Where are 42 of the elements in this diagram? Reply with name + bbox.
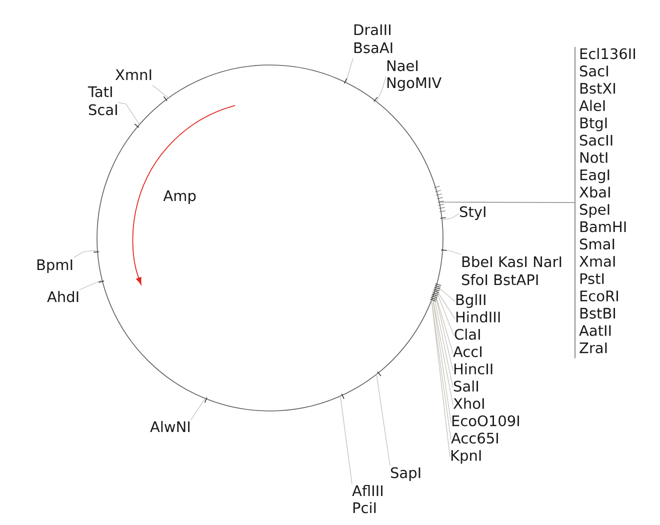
site-label: HindIII <box>456 311 500 322</box>
site-label: BpmI <box>37 259 72 273</box>
leader-line <box>118 102 140 125</box>
site-label: TatI ScaI <box>88 86 117 116</box>
site-label: Acc65I <box>451 432 498 444</box>
leader-line <box>434 291 454 354</box>
leader-line <box>376 374 390 466</box>
leader-line <box>190 398 206 420</box>
site-label: DraIII BsaAI <box>354 24 392 54</box>
leader-line <box>340 396 352 484</box>
leader-line <box>434 291 454 371</box>
site-label: EcoO109I <box>452 415 519 426</box>
leader-line <box>346 58 354 83</box>
leader-line <box>152 84 169 98</box>
site-label: AlwNI <box>150 420 190 432</box>
leader-line <box>433 294 454 388</box>
leader-line <box>73 250 98 258</box>
site-label: KpnI <box>451 450 481 464</box>
site-label: NaeI NgoMIV <box>387 60 442 91</box>
leader-line <box>435 288 456 320</box>
leader-line <box>376 76 386 102</box>
site-label: StyI <box>460 206 486 220</box>
site-label: SalI <box>454 380 478 392</box>
site-label: XmnI <box>115 69 152 80</box>
site-label: AccI <box>453 346 482 358</box>
site-label: SapI <box>390 467 420 481</box>
site-label: BbeI KasI NarI SfoI BstAPI <box>462 256 562 286</box>
feature-label: Amp <box>163 190 196 204</box>
site-label: AhdI <box>47 290 78 302</box>
site-label: XhoI <box>453 398 484 409</box>
site-label: AflIII PciI <box>352 484 382 514</box>
leader-line <box>434 186 576 212</box>
site-label: Ecl136II SacI BstXI AleI BtgI SacII NotI EagI XbaI SpeI BamHI SmaI XmaI PstI EcoRI BstBI AatII ZraI <box>579 48 635 354</box>
site-label: ClaI <box>454 328 480 340</box>
leader-line <box>442 213 460 220</box>
leader-line <box>432 296 454 406</box>
leader-line <box>436 285 456 302</box>
site-label: BglII <box>456 294 486 308</box>
leader-line <box>435 288 454 336</box>
leader-line <box>79 280 102 290</box>
leader-line <box>432 296 452 423</box>
site-label: HincII <box>454 363 492 374</box>
